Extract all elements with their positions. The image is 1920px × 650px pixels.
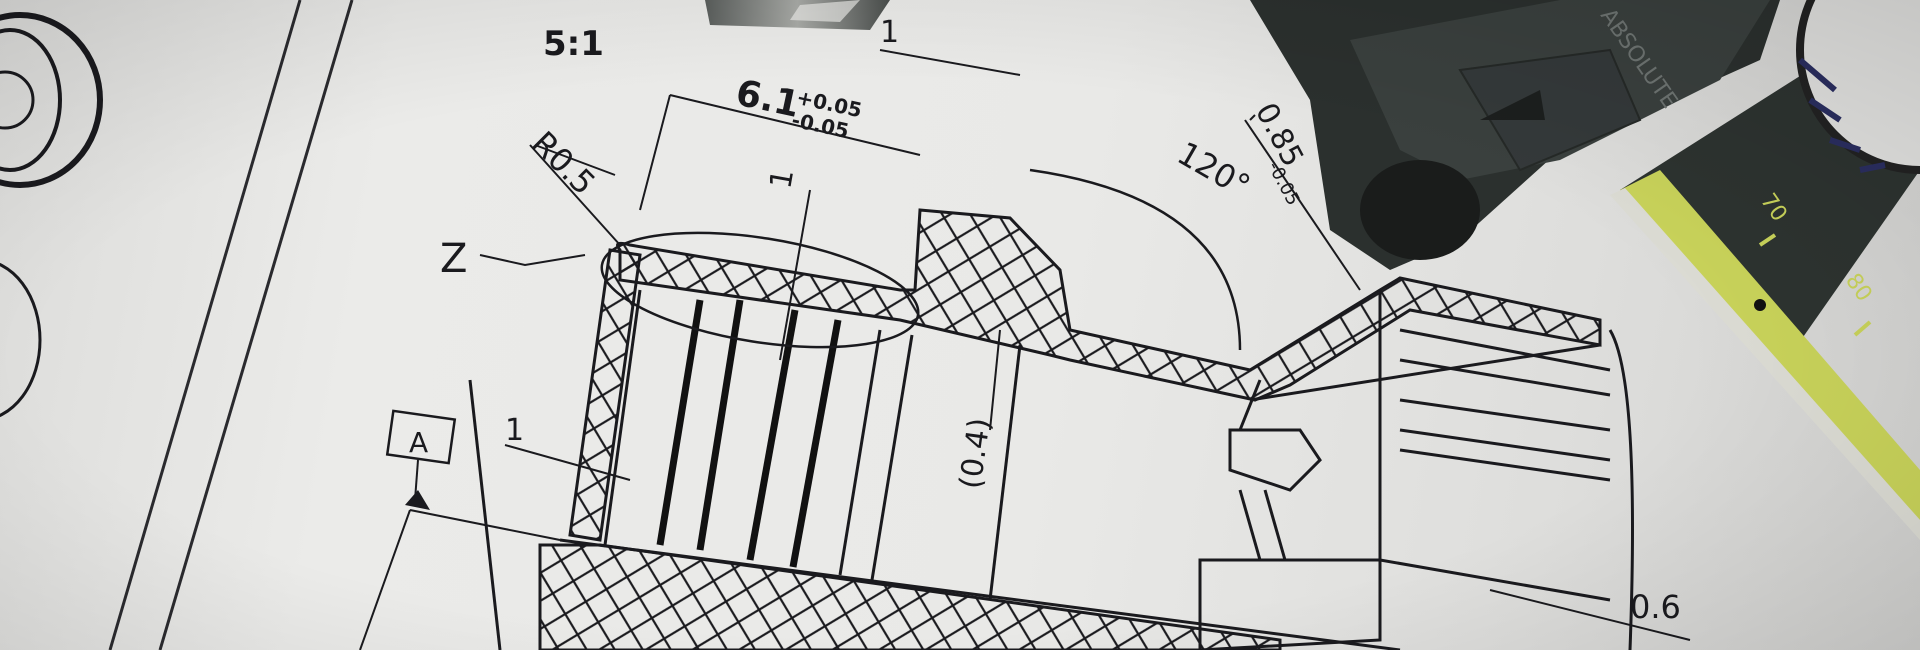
dim-chamfer-tol-lower: -0.05: [1263, 158, 1303, 209]
caliper-dial: [1796, 0, 1920, 174]
dim-reference: (0.4): [953, 416, 998, 491]
detail-marker-z: Z: [440, 236, 467, 282]
angle-arc: [1029, 168, 1242, 351]
dim-radius: R0.5: [524, 124, 603, 203]
drill-bit: [705, 0, 890, 30]
side-view-circles: [0, 12, 103, 418]
dim-groove-depth: 1: [763, 167, 801, 192]
part-section: [538, 208, 1602, 650]
detail-z-ellipse: [600, 231, 920, 349]
dimension-lines: [359, 49, 1691, 650]
datum-box: [385, 409, 457, 510]
caliper: ABSOLUTE 70 80: [1250, 0, 1920, 540]
datum-label: A: [409, 426, 428, 459]
dim-angle: 120°: [1171, 134, 1257, 205]
scale-label: 5:1: [543, 24, 604, 64]
frame-lines: [108, 0, 354, 650]
body-lines: [468, 289, 1634, 650]
dim-bottom: 0.6: [1630, 588, 1681, 626]
groove-lines: [656, 299, 842, 568]
dim-top-width: 1: [880, 15, 899, 50]
dim-wall-thickness: 1: [505, 413, 524, 448]
